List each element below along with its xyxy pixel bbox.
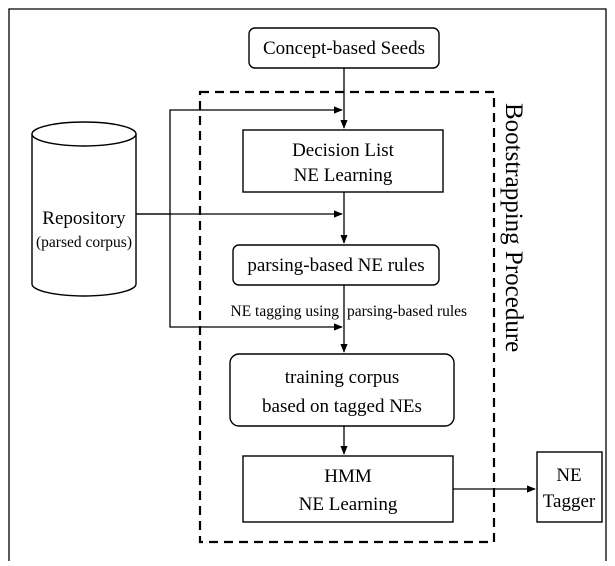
bootstrapping-region bbox=[198, 90, 496, 544]
outer-frame bbox=[8, 8, 607, 561]
tagging-label-right: parsing-based rules bbox=[347, 303, 467, 320]
decision-list-line2: NE Learning bbox=[294, 165, 393, 186]
bootstrapping-label: Bootstrapping Procedure bbox=[500, 103, 527, 352]
training-corpus-node bbox=[229, 353, 455, 427]
training-corpus-line2: based on tagged NEs bbox=[262, 396, 422, 417]
decision-list-node bbox=[242, 129, 444, 193]
repository-to-decision-arrow bbox=[136, 106, 343, 215]
ne-tagger-line2: Tagger bbox=[543, 491, 596, 512]
tagging-label-left: NE tagging using bbox=[231, 303, 340, 320]
decision-list-line1: Decision List bbox=[292, 140, 395, 161]
repository-node bbox=[31, 121, 137, 297]
hmm-line1: HMM bbox=[324, 466, 372, 487]
parsing-rules-label: parsing-based NE rules bbox=[247, 255, 424, 276]
repository-line2: (parsed corpus) bbox=[36, 234, 132, 251]
repository-to-corpus-arrow bbox=[169, 214, 343, 331]
hmm-line2: NE Learning bbox=[299, 494, 398, 515]
parsing-rules-node bbox=[232, 244, 440, 286]
seeds-label: Concept-based Seeds bbox=[263, 38, 425, 59]
repository-line1: Repository bbox=[42, 208, 126, 229]
training-corpus-line1: training corpus bbox=[285, 367, 400, 388]
ne-tagger-node bbox=[536, 451, 603, 523]
ne-tagger-line1: NE bbox=[556, 465, 581, 486]
